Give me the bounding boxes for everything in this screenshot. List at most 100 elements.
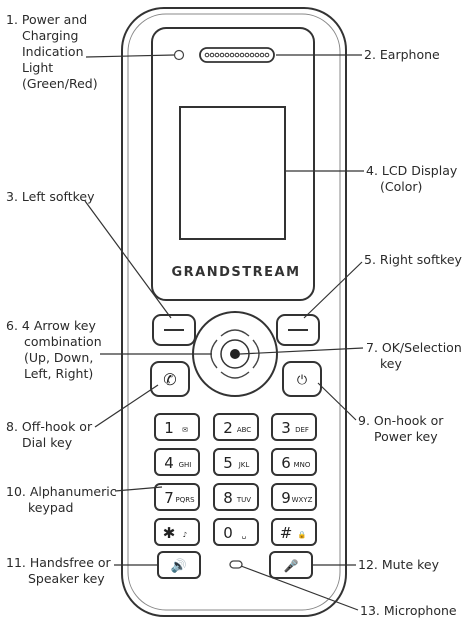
keypad-digit: 6 [281,454,291,472]
keypad-letters: GHI [179,461,192,469]
label-off-hook: 8. Off-hook or Dial key [6,419,92,451]
keypad-digit: 8 [223,489,233,507]
ok-select-key[interactable] [230,349,240,359]
label-text: 7. OK/Selection [366,340,462,355]
label-earphone: 2. Earphone [364,47,440,62]
keypad-digit: 0 [223,524,233,542]
on-hook-power-key[interactable] [282,361,322,397]
keypad-key-body[interactable] [213,413,259,441]
label-text: 9. On-hook or [358,413,444,428]
grille-dot [224,52,230,58]
arrow-down-key[interactable] [220,371,250,379]
keypad-letters: WXYZ [292,496,313,504]
keypad-key[interactable]: 0␣ [213,518,259,546]
leader-lines [84,54,364,611]
keypad-key-body[interactable] [213,448,259,476]
label-arrow-keys: 6. 4 Arrow key combination (Up, Down, Le… [6,318,102,382]
label-ok-selection: 7. OK/Selection key [366,340,462,372]
keypad-letters: ␣ [242,531,246,539]
grille-dot [239,52,245,58]
leader-10 [114,486,163,492]
label-keypad: 10. Alphanumeric keypad [6,484,117,516]
speaker-icon: 🔊 [171,557,187,574]
keypad-letters: TUV [236,496,251,504]
keypad-key-body[interactable] [271,483,317,511]
keypad-digit: 7 [164,489,174,507]
label-mute-key: 12. Mute key [358,557,440,572]
leader-5 [303,261,363,319]
keypad-key-body[interactable] [271,413,317,441]
label-text: Indication [22,44,84,59]
keypad-key-body[interactable] [213,518,259,546]
grille-dot [234,52,240,58]
handset-inner-outline [127,13,341,611]
grille-dot [214,52,220,58]
leader-3 [84,200,172,319]
earphone-dots [204,52,270,58]
keypad-key-body[interactable] [154,483,200,511]
mute-mic-icon: 🎤 [284,558,299,573]
label-text: Left, Right) [24,366,94,381]
keypad-key[interactable]: 4 GHI [154,448,200,476]
keypad-key-body[interactable] [213,483,259,511]
phone-handset-icon: ✆ [163,370,176,389]
keypad-key[interactable]: ✱♪ [154,518,200,546]
label-text: 6. 4 Arrow key [6,318,96,333]
grille-dot [229,52,235,58]
label-text: 4. LCD Display [366,163,458,178]
leader-7 [239,347,364,355]
label-text: Charging [22,28,79,43]
label-text: key [380,356,402,371]
label-text: Speaker key [28,571,105,586]
label-text: (Green/Red) [22,76,98,91]
keypad-key-body[interactable] [154,413,200,441]
label-text: keypad [28,500,74,515]
label-text: Power key [374,429,438,444]
grille-dot [259,52,265,58]
keypad-digit: 4 [164,454,174,472]
label-on-hook: 9. On-hook or Power key [358,413,443,445]
arrow-right-key[interactable] [252,339,260,369]
keypad-letters: ♪ [183,531,187,539]
off-hook-dial-key[interactable] [150,361,190,397]
keypad-digit: 1 [164,419,174,437]
grille-dot [244,52,250,58]
label-power-indication: 1. Power and Charging Indication Light (… [6,12,98,92]
power-hangup-icon: ⏻ [297,373,307,388]
lcd-display [179,106,286,240]
leader-8 [94,384,159,428]
label-left-softkey: 3. Left softkey [6,189,95,204]
keypad-key-body[interactable] [271,448,317,476]
label-text: Light [22,60,54,75]
keypad-letters: PQRS [175,496,195,504]
label-lcd-display: 4. LCD Display (Color) [366,163,457,195]
grille-dot [264,52,270,58]
keypad-key-body[interactable] [271,518,317,546]
label-handsfree: 11. Handsfree or Speaker key [6,555,111,587]
label-text: combination [24,334,102,349]
keypad-letters: JKL [238,461,250,469]
keypad-key[interactable]: 1✉ [154,413,200,441]
grille-dot [249,52,255,58]
keypad-digit: 3 [281,419,291,437]
keypad-digit: 2 [223,419,233,437]
label-text: 8. Off-hook or [6,419,93,434]
keypad-key[interactable]: #🔒 [271,518,317,546]
label-text: (Up, Down, [24,350,94,365]
label-text: 1. Power and [6,12,88,27]
keypad-key-body[interactable] [154,448,200,476]
leader-1 [85,54,175,58]
keypad-key-body[interactable] [154,518,200,546]
microphone [229,560,243,569]
arrow-up-key[interactable] [220,329,250,337]
keypad-digit: # [280,524,293,542]
